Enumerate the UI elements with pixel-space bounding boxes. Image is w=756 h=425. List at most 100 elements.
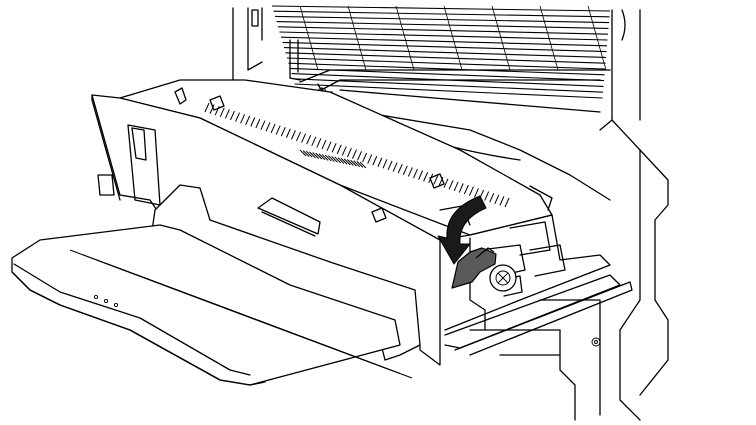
hatch-line — [402, 165, 408, 175]
hatch-line — [277, 26, 609, 35]
hatch-line — [362, 152, 368, 163]
hatch-line — [423, 172, 429, 182]
hatch-line — [280, 126, 286, 137]
release-lever — [451, 247, 497, 289]
lever-icon — [451, 247, 497, 289]
hatch-line — [458, 183, 464, 193]
rotate-arrow — [437, 195, 487, 265]
hatch-line — [240, 114, 246, 124]
hatch-line — [296, 131, 301, 142]
hatch-line — [443, 5, 463, 71]
hatch-line — [418, 170, 424, 180]
hatch-line — [397, 163, 403, 174]
hatch-line — [331, 143, 337, 153]
hatch-line — [265, 122, 271, 132]
hatch-line — [273, 10, 610, 18]
hatch-line — [261, 321, 413, 379]
hatch-line — [326, 141, 332, 151]
hatch-line — [413, 168, 418, 179]
hatch-line — [312, 152, 319, 159]
hatch-line — [395, 5, 415, 71]
hatch-line — [209, 104, 215, 114]
hatch-line — [504, 197, 510, 208]
hatch-line — [347, 159, 354, 166]
hatch-line — [337, 157, 345, 164]
hatch-line — [260, 120, 266, 130]
hatch-line — [453, 181, 459, 192]
hatch-line — [587, 5, 607, 71]
hatch-line — [340, 157, 348, 165]
hatch-line — [341, 146, 347, 156]
hatch-line — [294, 83, 603, 99]
hatch-line — [245, 115, 251, 126]
hatch-line — [299, 149, 307, 157]
hatch-line — [283, 47, 607, 58]
hatch-line — [318, 153, 326, 161]
hatch-line — [255, 118, 261, 129]
hatch-line — [290, 130, 296, 140]
hatch-line — [301, 133, 307, 143]
hatch-line — [382, 159, 388, 169]
hatch-line — [279, 31, 608, 41]
hatch-line — [491, 5, 511, 71]
hatch-line — [321, 139, 327, 150]
curved-arrow-down-icon — [437, 195, 487, 265]
hatch-line — [356, 161, 364, 168]
hatch-line — [352, 149, 357, 159]
hatch-line — [347, 5, 367, 71]
knob — [489, 264, 517, 292]
hatch-line — [468, 186, 474, 196]
hatch-line — [282, 41, 607, 53]
hatch-line — [285, 52, 606, 64]
hatch-line — [474, 188, 479, 198]
hatch-line — [448, 180, 454, 190]
hatch-line — [489, 192, 495, 203]
printer-cabinet — [232, 7, 669, 421]
hatch-line — [334, 156, 342, 164]
hatch-line — [331, 155, 338, 163]
hatch-line — [311, 136, 317, 147]
hatch-line — [324, 154, 332, 162]
hatch-line — [499, 196, 505, 206]
vent-grille — [271, 5, 611, 99]
screw-icon — [591, 337, 601, 347]
hatch-line — [280, 36, 608, 47]
hatch-line — [433, 175, 439, 185]
hatch-line — [353, 160, 361, 168]
hatch-line — [309, 151, 316, 159]
hatch-line — [315, 152, 323, 160]
hatch-line — [316, 138, 322, 148]
hatch-line — [224, 109, 230, 119]
hatch-line — [372, 155, 378, 166]
hatch-line — [288, 62, 605, 76]
hatch-line — [229, 110, 235, 121]
hatch-line — [235, 112, 240, 122]
hatch-line — [407, 167, 413, 177]
hatch-line — [336, 144, 342, 155]
hatch-line — [377, 157, 383, 167]
hatch-line — [250, 117, 256, 127]
hatch-line — [343, 158, 351, 166]
hatch-line — [367, 154, 373, 164]
hatch-line — [292, 78, 604, 93]
hatch-line — [387, 160, 393, 171]
hatch-line — [392, 162, 398, 172]
hatch-line — [302, 150, 310, 157]
hatch-line — [299, 5, 319, 71]
hatch-line — [306, 135, 312, 145]
hatch-line — [274, 15, 610, 24]
hatch-line — [328, 155, 335, 163]
hatch-line — [275, 125, 281, 135]
hatch-line — [270, 123, 276, 134]
hatch-line — [346, 147, 352, 158]
hatch-line — [305, 150, 313, 158]
hatch-line — [219, 107, 225, 118]
hatch-line — [276, 21, 609, 29]
hatch-line — [350, 159, 357, 167]
hatch-line — [357, 151, 362, 161]
hatch-line — [484, 191, 490, 201]
hatch-line — [285, 128, 291, 138]
hatch-line — [286, 57, 606, 70]
